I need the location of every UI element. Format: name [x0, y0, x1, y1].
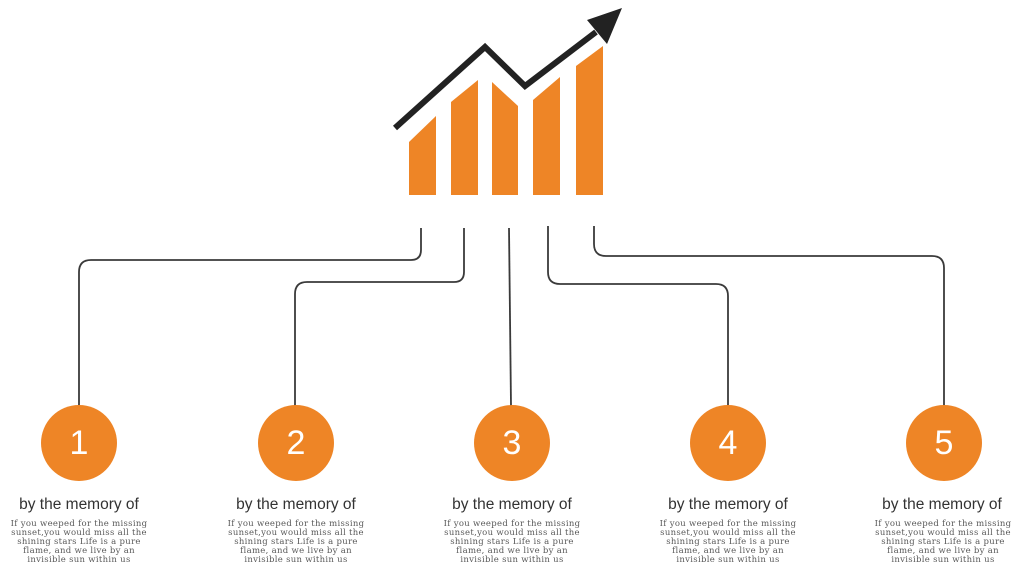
step-title-4: by the memory of [668, 496, 788, 513]
step-text-3: If you weeped for the missing sunset,you… [443, 519, 581, 565]
step-title-2: by the memory of [236, 496, 356, 513]
step-circle-4: 4 [690, 405, 766, 481]
step-text-5: If you weeped for the missing sunset,you… [874, 519, 1012, 565]
step-circle-3: 3 [474, 405, 550, 481]
connector-line-3 [508, 227, 512, 407]
trend-arrow-line [392, 29, 598, 131]
chart-bar-3 [492, 82, 518, 195]
step-text-2: If you weeped for the missing sunset,you… [227, 519, 365, 565]
step-circle-1: 1 [41, 405, 117, 481]
step-title-1: by the memory of [19, 496, 139, 513]
step-title-5: by the memory of [882, 496, 1002, 513]
connector-lines [78, 226, 945, 407]
step-text-4: If you weeped for the missing sunset,you… [659, 519, 797, 565]
trend-arrow-head [587, 8, 622, 44]
connector-line-1 [78, 228, 422, 406]
chart-bar-4 [533, 77, 560, 195]
connector-line-4 [547, 226, 729, 406]
growth-bar-chart-arrow-icon [392, 8, 622, 195]
chart-bar-5 [576, 46, 603, 195]
step-text-1: If you weeped for the missing sunset,you… [10, 519, 148, 565]
step-circle-2: 2 [258, 405, 334, 481]
step-title-3: by the memory of [452, 496, 572, 513]
connector-line-5 [593, 226, 945, 406]
step-circle-5: 5 [906, 405, 982, 481]
chart-bar-2 [451, 80, 478, 195]
chart-bar-1 [409, 116, 436, 195]
connector-line-2 [294, 228, 465, 406]
